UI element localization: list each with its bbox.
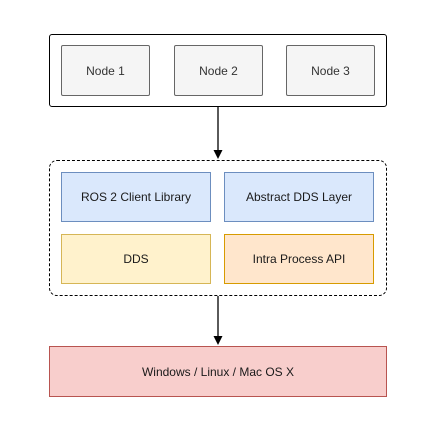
ros2-stack-group xyxy=(49,160,387,296)
node-1-box: Node 1 xyxy=(61,45,150,96)
dds-box: DDS xyxy=(61,234,211,284)
ros2-client-library-box: ROS 2 Client Library xyxy=(61,172,211,222)
os-platform-box: Windows / Linux / Mac OS X xyxy=(49,346,387,397)
intra-process-api-box: Intra Process API xyxy=(224,234,374,284)
node-3-box: Node 3 xyxy=(286,45,375,96)
arrow-nodes-to-stack xyxy=(213,107,223,159)
abstract-dds-layer-box: Abstract DDS Layer xyxy=(224,172,374,222)
node-2-box: Node 2 xyxy=(174,45,263,96)
arrow-stack-to-os xyxy=(213,296,223,345)
